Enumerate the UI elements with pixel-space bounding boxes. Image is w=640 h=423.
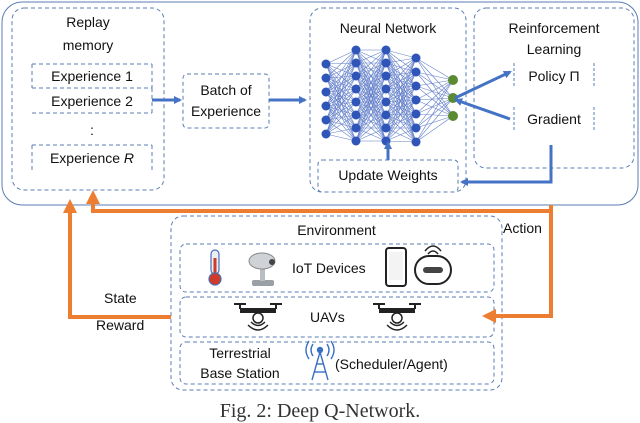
antenna-icon <box>305 340 335 381</box>
neuron <box>411 67 421 77</box>
experience-item-r: Experience R <box>49 150 135 166</box>
batch-label-line1: Batch of <box>200 82 252 98</box>
gradient-label: Gradient <box>527 111 581 127</box>
policy-brackets <box>513 63 595 130</box>
replay-experience-slots <box>31 63 153 172</box>
iot-devices-label: IoT Devices <box>292 260 366 276</box>
neuron <box>321 59 331 69</box>
neuron <box>381 123 391 133</box>
figure-caption: Fig. 2: Deep Q-Network. <box>219 400 421 422</box>
uavs-label: UAVs <box>310 309 345 325</box>
thermometer-icon <box>208 249 222 286</box>
tbs-label-line2: Base Station <box>200 365 280 381</box>
action-label: Action <box>503 220 542 236</box>
action-arrow <box>482 205 553 323</box>
neuron <box>381 97 391 107</box>
nn-connections <box>325 49 454 143</box>
neuron <box>321 115 331 125</box>
neuron <box>381 110 391 120</box>
replay-title-line1: Replay <box>66 14 110 30</box>
neuron <box>351 58 361 68</box>
neuron <box>351 123 361 133</box>
neuron <box>411 53 421 63</box>
neuron <box>351 110 361 120</box>
tbs-row-box <box>179 341 495 385</box>
neuron <box>351 84 361 94</box>
rl-title-line1: Reinforcement <box>508 20 600 36</box>
neuron <box>351 97 361 107</box>
iot-row-box <box>179 243 495 293</box>
neuron <box>411 123 421 133</box>
environment-title: Environment <box>297 222 376 238</box>
neuron <box>381 58 391 68</box>
nn-neurons <box>321 45 458 147</box>
replay-feedback-arrow <box>86 190 551 213</box>
gradient-to-nn-arrow <box>454 98 511 121</box>
nn-title: Neural Network <box>339 20 437 36</box>
neuron <box>351 136 361 146</box>
policy-label: Policy Π <box>528 68 580 84</box>
neuron <box>411 95 421 105</box>
neuron <box>321 101 331 111</box>
neuron <box>381 71 391 81</box>
neuron <box>381 84 391 94</box>
neuron <box>321 73 331 83</box>
neuron <box>411 109 421 119</box>
environment-box <box>170 215 503 391</box>
state-label: State <box>104 290 137 306</box>
experience-item-2: Experience 2 <box>51 93 133 109</box>
experience-item-1: Experience 1 <box>51 68 133 84</box>
neuron <box>411 81 421 91</box>
rl-to-update-arrow <box>460 145 553 186</box>
experience-ellipsis: : <box>90 122 94 138</box>
batch-label-line2: Experience <box>190 103 262 119</box>
neuron <box>411 137 421 147</box>
drone-icon <box>373 303 421 331</box>
drone-icon <box>234 303 282 331</box>
neuron <box>321 129 331 139</box>
nn-to-policy-arrow <box>454 70 512 100</box>
neuron <box>351 45 361 55</box>
reward-label: Reward <box>96 317 145 333</box>
tbs-label-line1: Terrestrial <box>209 345 271 361</box>
agent-container <box>1 1 639 206</box>
neuron <box>351 71 361 81</box>
smartphone-icon <box>385 247 407 287</box>
rl-title-line2: Learning <box>526 41 582 57</box>
update-weights-label: Update Weights <box>338 167 438 183</box>
router-icon <box>414 245 452 285</box>
output-neuron <box>448 75 458 85</box>
neuron <box>321 87 331 97</box>
output-neuron <box>448 111 458 121</box>
replay-title-line2: memory <box>62 37 114 53</box>
state-reward-arrow <box>63 199 171 319</box>
neuron <box>381 45 391 55</box>
camera-icon <box>248 252 276 286</box>
scheduler-label: (Scheduler/Agent) <box>335 356 448 372</box>
